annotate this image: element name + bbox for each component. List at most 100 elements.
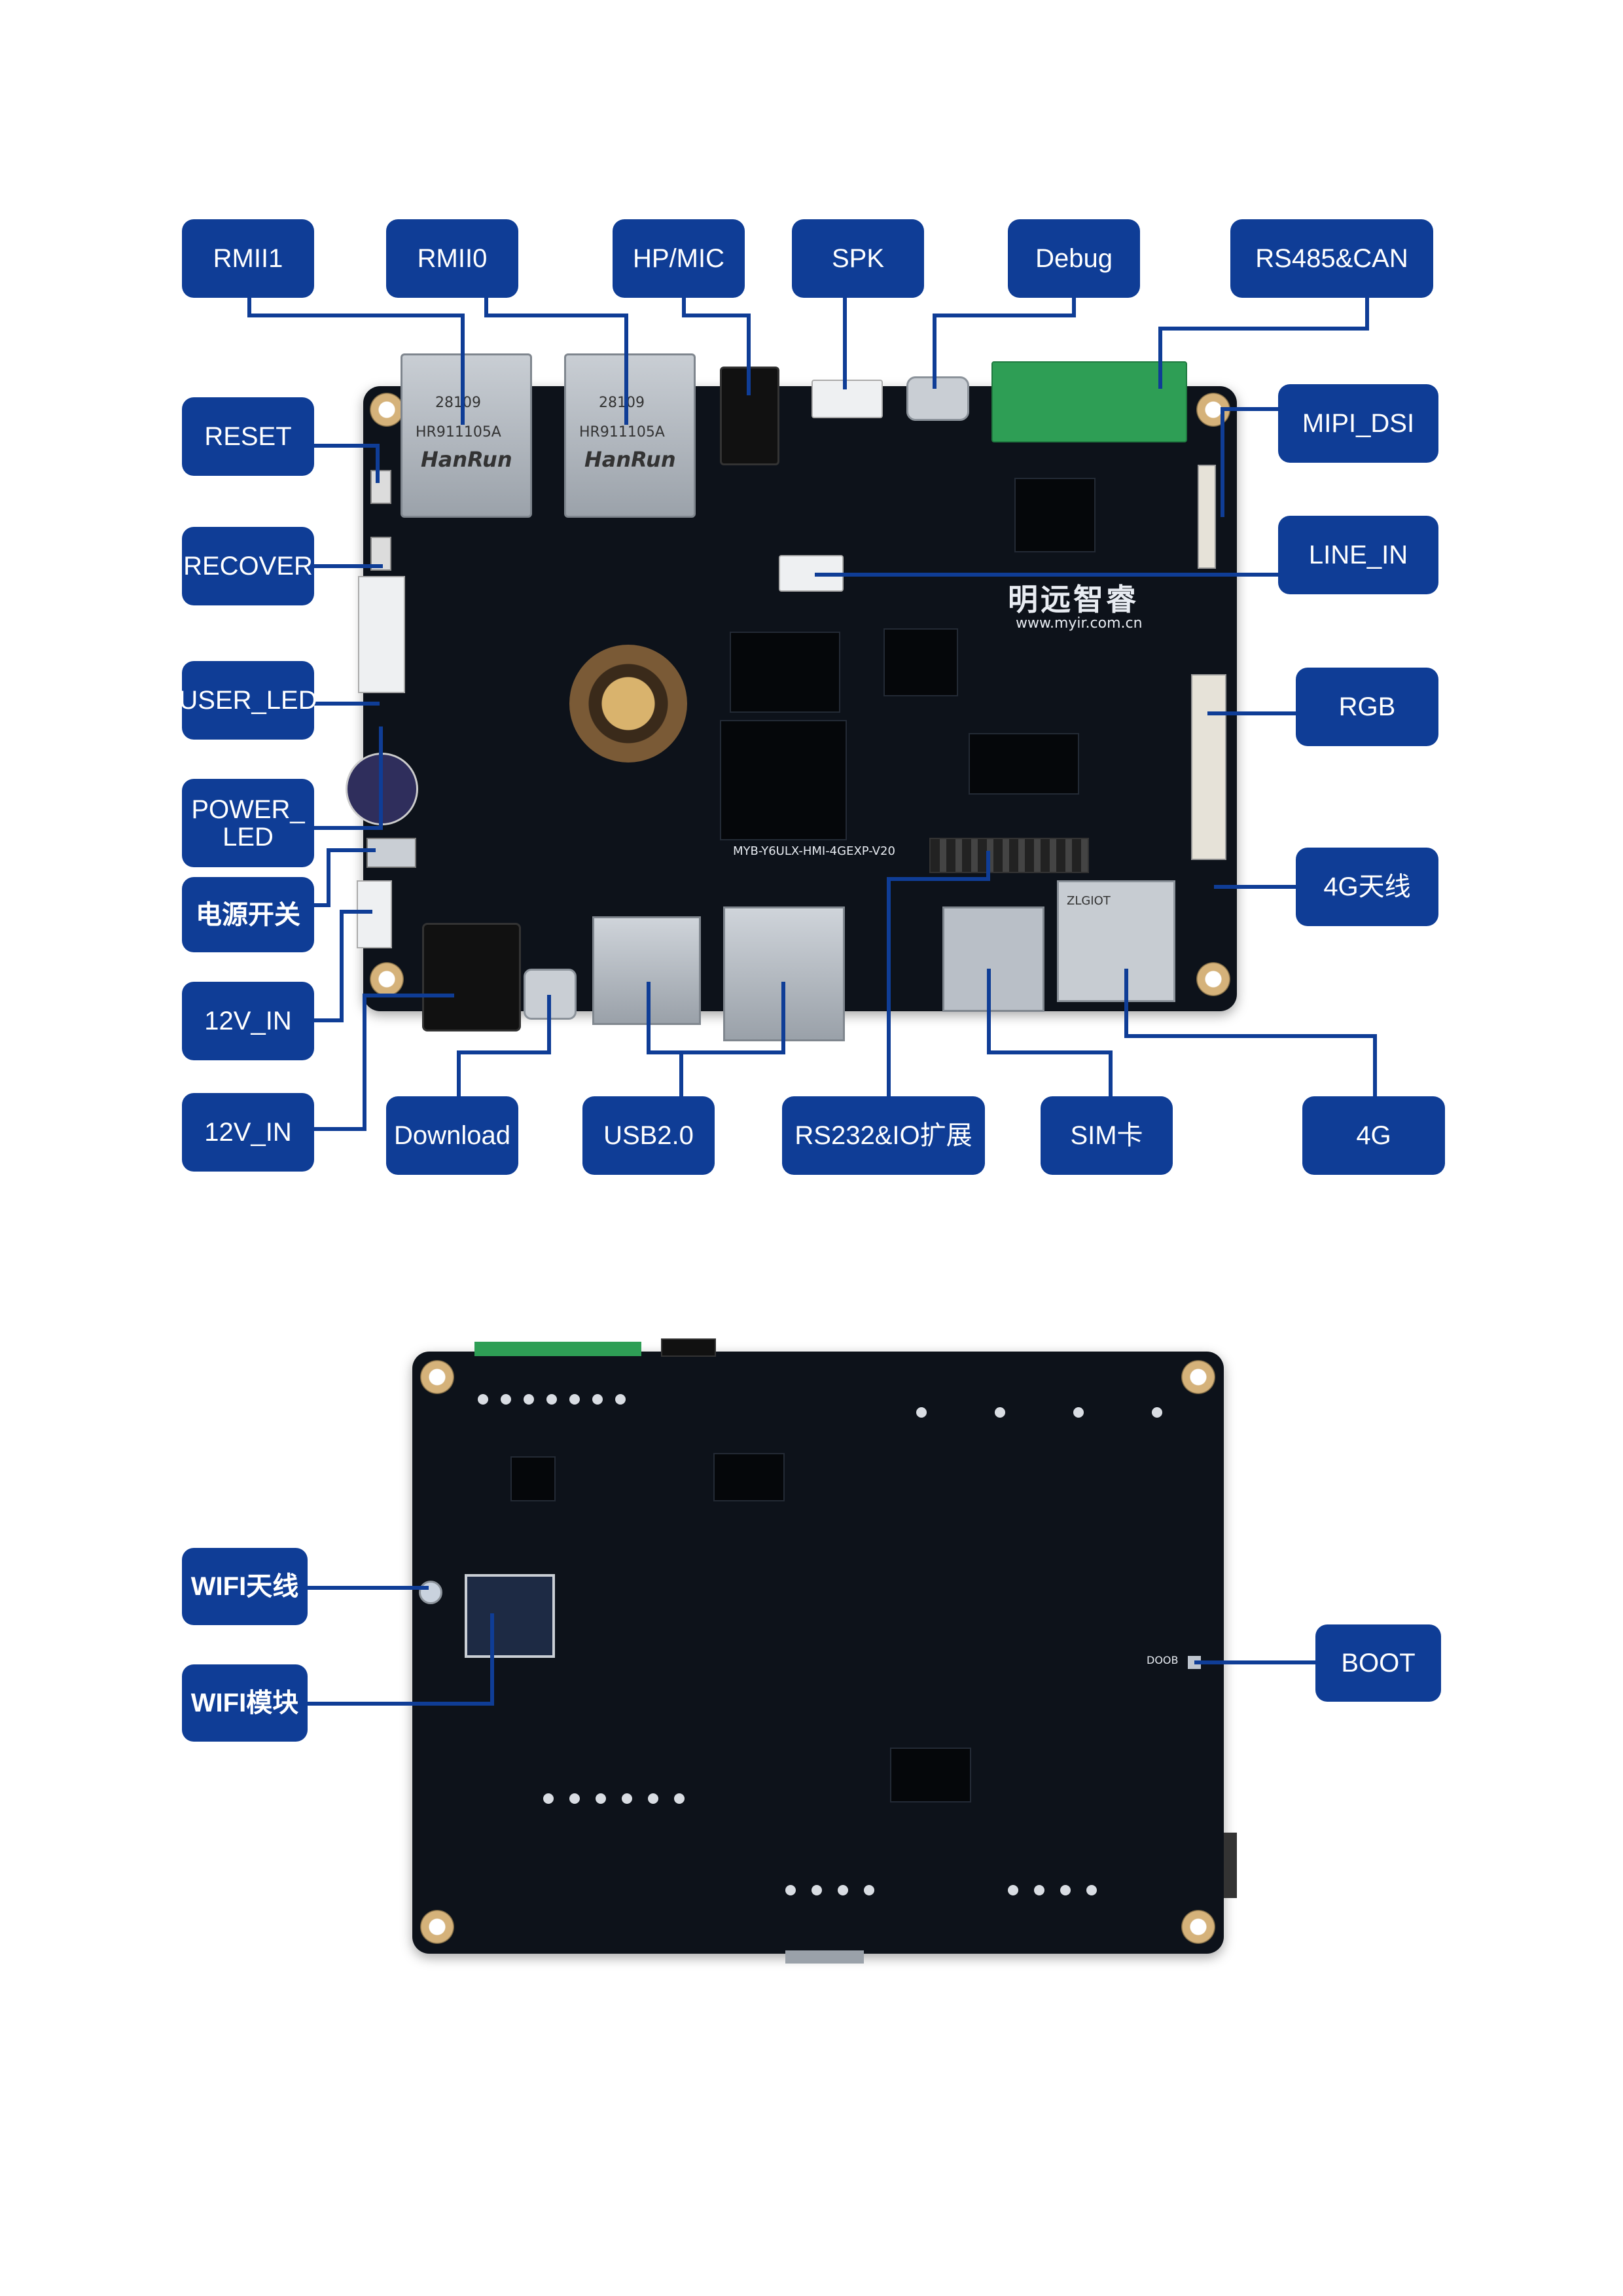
callout-line bbox=[547, 995, 551, 1054]
callout-line bbox=[314, 903, 330, 907]
callout-line bbox=[484, 298, 488, 317]
wifi-module bbox=[465, 1574, 555, 1658]
callout-line bbox=[1109, 1050, 1113, 1096]
callout-line bbox=[308, 1586, 429, 1590]
callout-line bbox=[987, 969, 991, 1054]
spk-connector bbox=[812, 380, 883, 418]
label-hp-mic: HP/MIC bbox=[613, 219, 745, 298]
ic-chip bbox=[883, 628, 958, 696]
callout-line bbox=[933, 314, 936, 389]
pad bbox=[1034, 1885, 1044, 1895]
callout-line bbox=[457, 1050, 551, 1054]
callout-line bbox=[679, 1050, 683, 1096]
label-4g-antenna: 4G天线 bbox=[1296, 848, 1438, 926]
label-usb20: USB2.0 bbox=[582, 1096, 715, 1175]
label-download: Download bbox=[386, 1096, 518, 1175]
label-mipi-dsi: MIPI_DSI bbox=[1278, 384, 1438, 463]
debug-usb-c bbox=[906, 376, 969, 421]
terminal-block-edge bbox=[474, 1342, 641, 1356]
pad bbox=[596, 1793, 606, 1804]
label-power-switch: 电源开关 bbox=[182, 877, 314, 952]
callout-line bbox=[1158, 327, 1369, 331]
mounting-hole bbox=[420, 1910, 454, 1944]
callout-line bbox=[363, 994, 366, 1131]
callout-line bbox=[1194, 1660, 1315, 1664]
callout-line bbox=[815, 573, 1278, 577]
callout-line bbox=[682, 314, 751, 317]
side-switch bbox=[1224, 1833, 1237, 1898]
callout-line bbox=[314, 444, 380, 448]
pad bbox=[622, 1793, 632, 1804]
label-rmii1: RMII1 bbox=[182, 219, 314, 298]
callout-line bbox=[327, 848, 330, 907]
callout-line bbox=[933, 314, 1076, 317]
pad bbox=[812, 1885, 822, 1895]
pad bbox=[478, 1394, 488, 1405]
pin-header bbox=[929, 838, 1089, 873]
callout-line bbox=[314, 1018, 344, 1022]
dc-jack bbox=[422, 923, 521, 1031]
rj45-code: 28109 bbox=[435, 395, 481, 411]
mounting-hole bbox=[370, 393, 404, 427]
ic-chip bbox=[713, 1453, 785, 1501]
mounting-hole bbox=[1196, 962, 1230, 996]
callout-line bbox=[887, 877, 891, 1096]
callout-line bbox=[1214, 885, 1296, 889]
audio-jack bbox=[720, 367, 779, 465]
pad bbox=[838, 1885, 848, 1895]
callout-line bbox=[247, 298, 251, 317]
pad bbox=[592, 1394, 603, 1405]
power-connector bbox=[357, 880, 392, 948]
module-brand: ZLGIOT bbox=[1067, 894, 1111, 908]
rj45-model: HR911105A bbox=[416, 424, 501, 440]
power-switch bbox=[366, 838, 416, 868]
callout-line bbox=[1373, 1034, 1377, 1096]
callout-line bbox=[747, 314, 751, 395]
ram-chip bbox=[730, 632, 840, 713]
rj45-jack-rmii0: 28109 HR911105A HanRun bbox=[564, 353, 696, 518]
pad bbox=[916, 1407, 927, 1418]
label-recover: RECOVER bbox=[182, 527, 314, 605]
pad bbox=[546, 1394, 557, 1405]
callout-line bbox=[247, 314, 465, 317]
label-user-led: USER_LED bbox=[179, 661, 317, 740]
reset-button bbox=[370, 470, 391, 504]
rgb-fpc-connector bbox=[1191, 674, 1226, 860]
label-wifi-antenna: WIFI天线 bbox=[182, 1548, 308, 1625]
pad bbox=[648, 1793, 658, 1804]
callout-line bbox=[1158, 327, 1162, 389]
pad bbox=[1008, 1885, 1018, 1895]
callout-line bbox=[457, 1050, 461, 1096]
brand-url: www.myir.com.cn bbox=[1016, 615, 1143, 632]
callout-line bbox=[314, 1127, 366, 1131]
callout-line bbox=[379, 726, 383, 830]
callout-line bbox=[340, 910, 344, 1022]
sim-slot bbox=[942, 906, 1044, 1012]
rj45-model: HR911105A bbox=[579, 424, 665, 440]
brand-logo: 明远智睿 bbox=[1008, 582, 1139, 617]
callout-line bbox=[1072, 298, 1076, 317]
ic-chip bbox=[890, 1748, 971, 1803]
board-id: MYB-Y6ULX-HMI-4GEXP-V20 bbox=[733, 844, 895, 858]
pad bbox=[1152, 1407, 1162, 1418]
rj45-brand: HanRun bbox=[421, 447, 512, 472]
pad bbox=[785, 1885, 796, 1895]
wifi-antenna-connector bbox=[419, 1581, 442, 1604]
ic-chip bbox=[969, 733, 1079, 795]
rj45-jack-rmii1: 28109 HR911105A HanRun bbox=[401, 353, 532, 518]
mounting-hole bbox=[1181, 1910, 1215, 1944]
callout-line bbox=[461, 314, 465, 425]
callout-line bbox=[314, 826, 383, 830]
mounting-hole bbox=[1181, 1360, 1215, 1394]
callout-line bbox=[363, 994, 454, 997]
callout-line bbox=[1365, 298, 1369, 331]
callout-line bbox=[624, 314, 628, 425]
callout-line bbox=[1221, 407, 1278, 411]
jack-edge bbox=[661, 1338, 716, 1357]
label-boot: BOOT bbox=[1315, 1624, 1441, 1702]
rtc-battery bbox=[569, 645, 687, 762]
rj45-brand: HanRun bbox=[584, 447, 676, 472]
callout-line bbox=[987, 1050, 1113, 1054]
pad bbox=[569, 1793, 580, 1804]
callout-line bbox=[1207, 711, 1296, 715]
